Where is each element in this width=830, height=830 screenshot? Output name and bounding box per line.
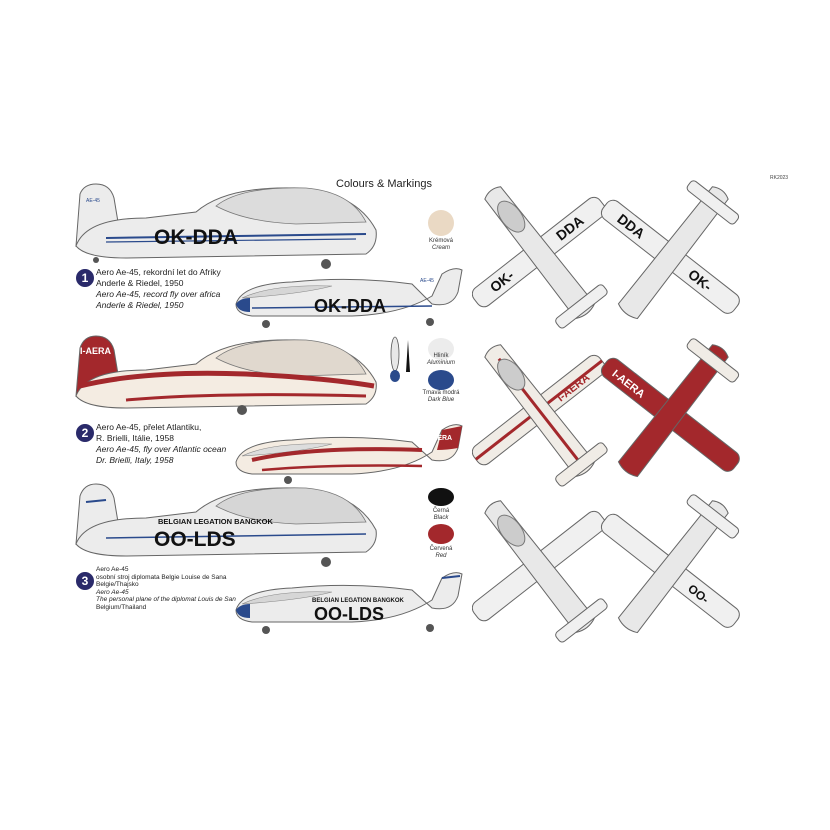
scheme3-top-view <box>472 500 608 643</box>
scheme1-side-view: AE-45 OK-DDA <box>75 183 377 269</box>
scheme1-right-registration: OK-DDA <box>314 296 386 316</box>
scheme1-bottom-view: DDA OK- <box>600 180 740 320</box>
scheme1-registration: OK-DDA <box>154 226 238 249</box>
scheme1-top-view: OK- DDA <box>472 186 608 329</box>
scheme2-side-view: I-AERA <box>75 335 377 415</box>
scheme2-right-fin-registration: I-AERA <box>428 435 452 442</box>
scheme3-side-view: BELGIAN LEGATION BANGKOK OO-LDS <box>75 483 377 567</box>
scheme2-number-badge: 2 <box>76 424 94 442</box>
scheme3-canopy-text: BELGIAN LEGATION BANGKOK <box>158 517 273 526</box>
scheme2-side-view-right: I-AERA <box>235 424 463 484</box>
page-title: Colours & Markings <box>336 178 432 190</box>
swatch-cream <box>428 210 454 236</box>
swatch-dark-blue <box>428 370 454 390</box>
scheme3-right-registration: OO-LDS <box>314 604 384 624</box>
scheme2-top-view: I-AERA <box>472 344 608 487</box>
propeller-detail <box>390 336 410 382</box>
scheme1-right-fin-text: AE-45 <box>420 278 434 284</box>
scheme3-number-badge: 3 <box>76 572 94 590</box>
scheme1-fin-text: AE-45 <box>86 198 100 204</box>
scheme2-fin-registration: I-AERA <box>80 346 111 356</box>
scheme3-side-view-right: BELGIAN LEGATION BANGKOK OO-LDS <box>235 572 463 634</box>
scheme3-registration: OO-LDS <box>154 528 236 551</box>
swatch-aluminium <box>428 338 454 360</box>
scheme3-bottom-view: OO- <box>600 494 740 634</box>
sheet-code: RK2023 <box>770 175 789 181</box>
scheme3-caption: Aero Ae-45 osobní stroj diplomata Belgie… <box>96 566 236 611</box>
scheme3-right-canopy-text: BELGIAN LEGATION BANGKOK <box>312 598 405 604</box>
swatch-black <box>428 488 454 506</box>
scheme2-caption: Aero Ae-45, přelet Atlantiku, R. Brielli… <box>96 422 227 465</box>
scheme1-caption: Aero Ae-45, rekordní let do Afriky Ander… <box>96 267 221 310</box>
scheme1-number-badge: 1 <box>76 269 94 287</box>
swatch-red <box>428 524 454 544</box>
scheme1-side-view-right: AE-45 OK-DDA <box>235 268 463 328</box>
scheme2-bottom-view: I-AERA <box>600 338 740 478</box>
